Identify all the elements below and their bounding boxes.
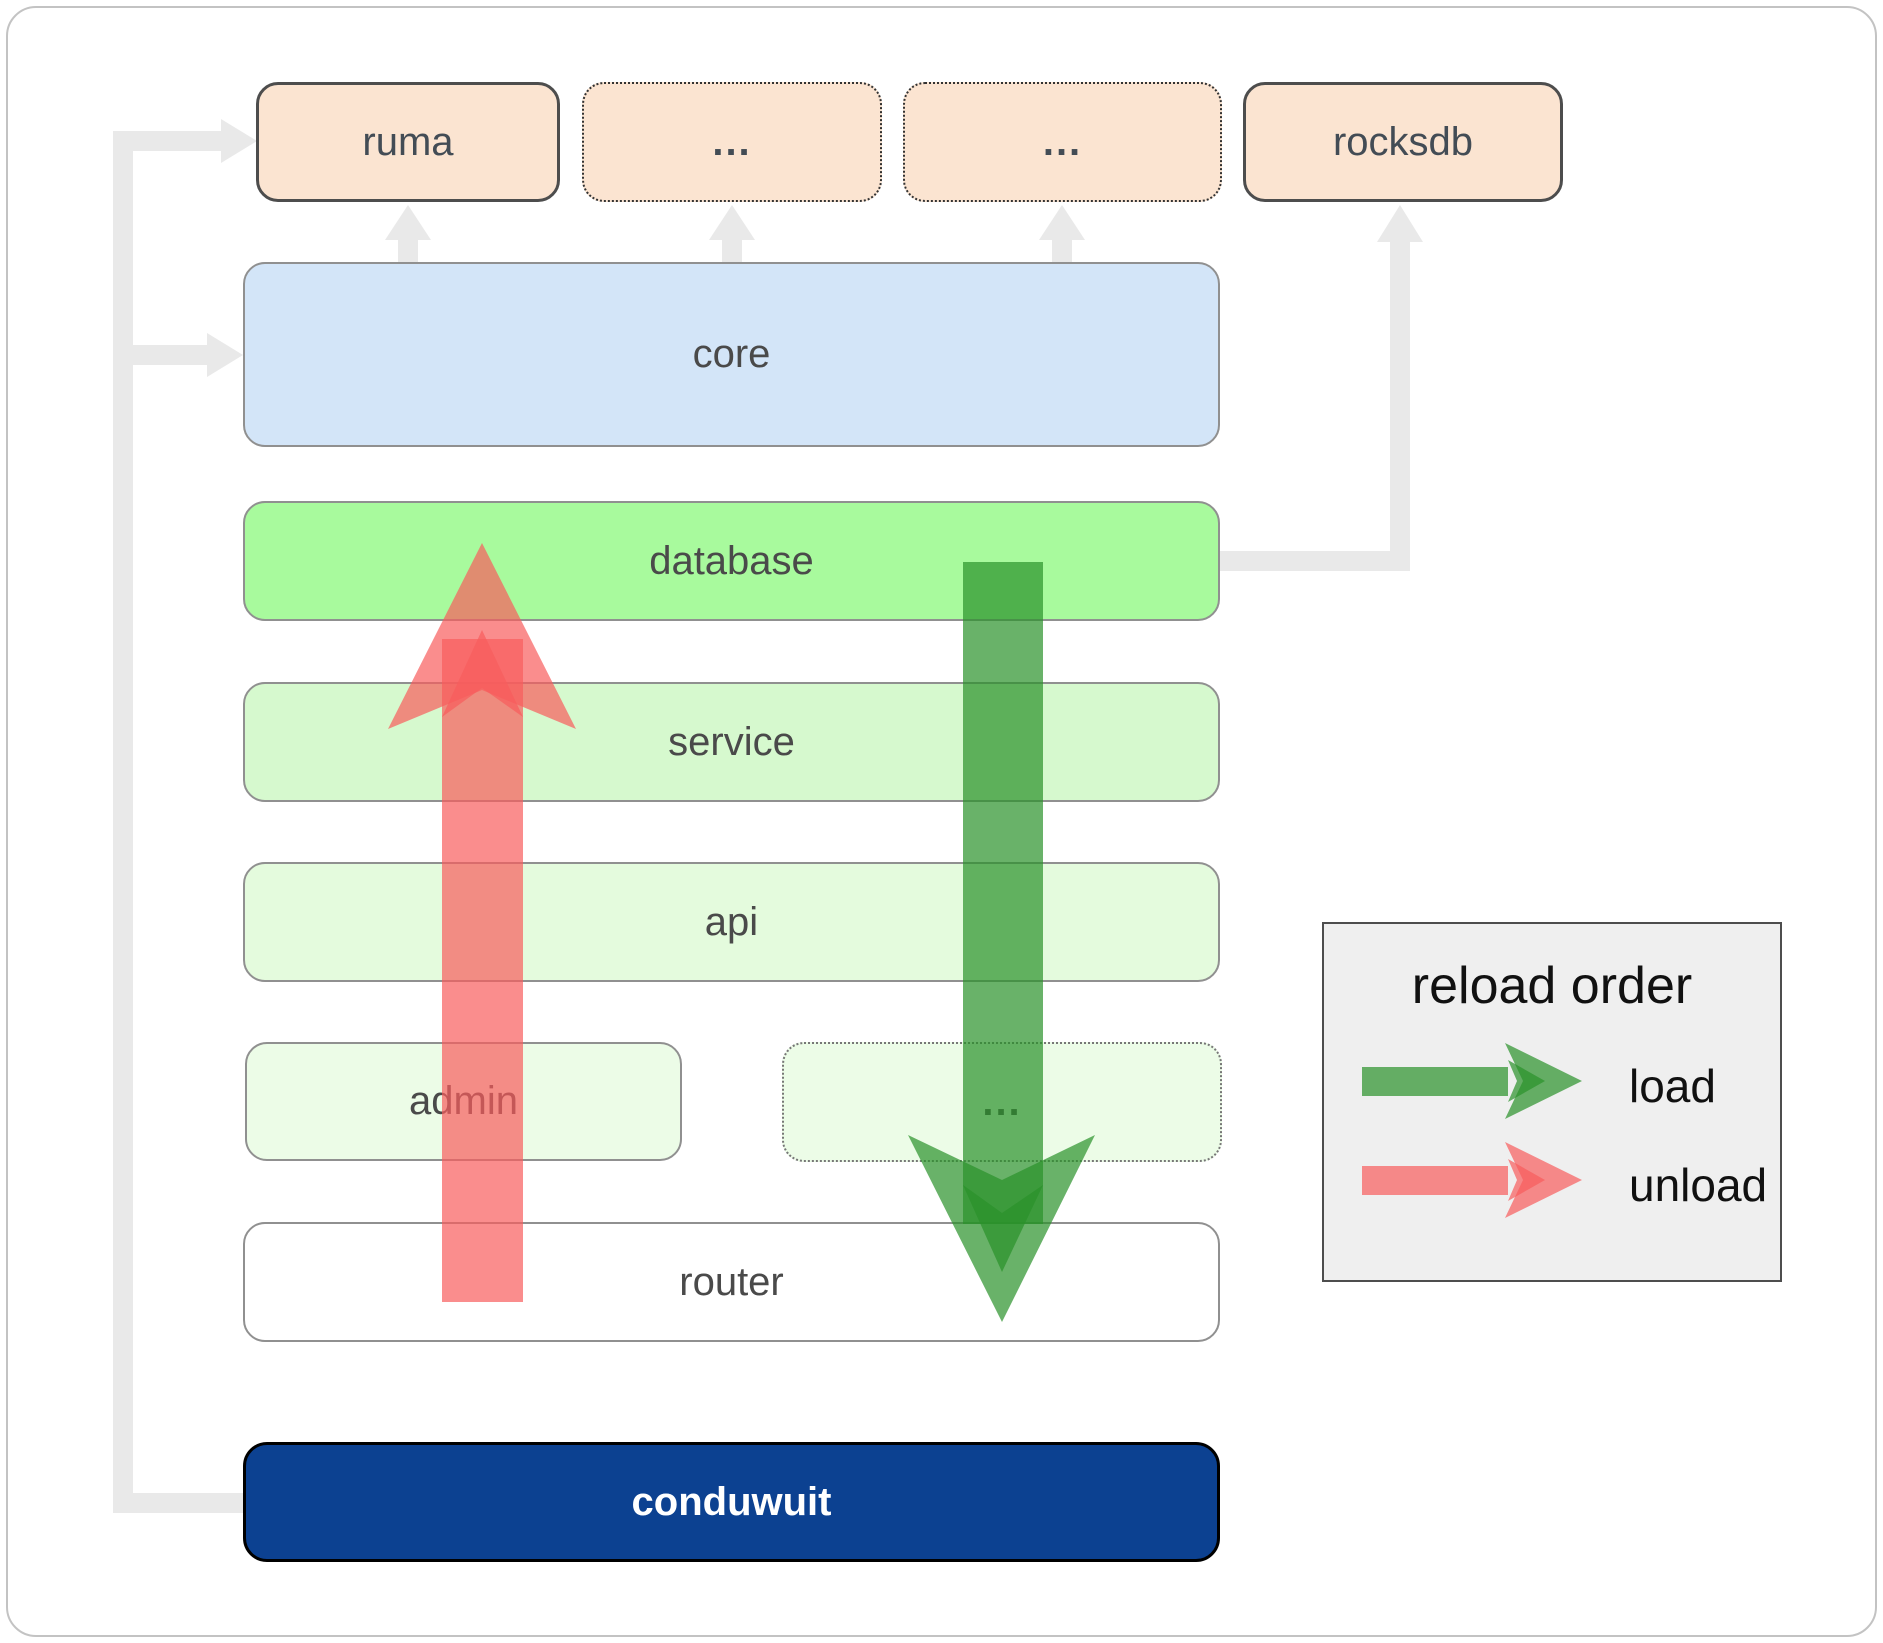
node-external-1-label: ... bbox=[712, 119, 752, 164]
legend-unload-label: unload bbox=[1629, 1159, 1768, 1211]
node-router-label: router bbox=[679, 1259, 784, 1304]
node-core: core bbox=[243, 262, 1220, 447]
legend-title: reload order bbox=[1411, 957, 1693, 1015]
node-admin: admin bbox=[245, 1042, 682, 1161]
node-rocksdb: rocksdb bbox=[1243, 82, 1563, 202]
node-external-1: ... bbox=[582, 82, 882, 202]
node-router: router bbox=[243, 1222, 1220, 1342]
node-ruma: ruma bbox=[256, 82, 560, 202]
node-external-2-label: ... bbox=[1042, 119, 1083, 164]
node-service: service bbox=[243, 682, 1220, 802]
legend-panel: reload order load unload bbox=[1322, 922, 1782, 1282]
node-service-label: service bbox=[668, 719, 795, 764]
node-admin-external-label: ... bbox=[982, 1079, 1022, 1124]
node-external-2: ... bbox=[903, 82, 1222, 202]
node-admin-label: admin bbox=[409, 1079, 518, 1123]
outer-frame bbox=[6, 6, 1877, 1637]
node-conduwuit-label: conduwuit bbox=[631, 1479, 832, 1524]
node-api: api bbox=[243, 862, 1220, 982]
node-rocksdb-label: rocksdb bbox=[1332, 119, 1474, 164]
node-admin-external: ... bbox=[782, 1042, 1222, 1162]
node-ruma-label: ruma bbox=[362, 119, 454, 164]
node-conduwuit: conduwuit bbox=[243, 1442, 1220, 1562]
node-database-label: database bbox=[649, 538, 814, 583]
node-api-label: api bbox=[704, 899, 759, 944]
node-core-label: core bbox=[692, 332, 771, 376]
legend-load-label: load bbox=[1629, 1060, 1716, 1112]
node-database: database bbox=[243, 501, 1220, 621]
